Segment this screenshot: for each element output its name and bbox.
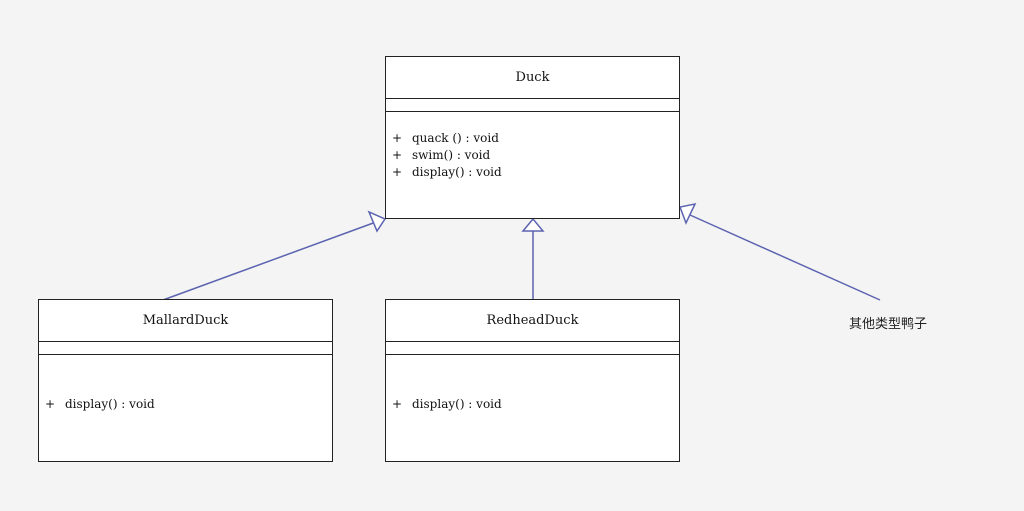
method-signature: swim() : void (412, 148, 491, 162)
edge-mallard-to-duck (162, 221, 377, 301)
class-name: RedheadDuck (386, 300, 679, 342)
class-redhead-duck[interactable]: RedheadDuck + display() : void (385, 299, 680, 462)
method-row: + display() : void (392, 396, 679, 413)
other-ducks-label: 其他类型鸭子 (849, 317, 928, 332)
generalization-arrowhead-other (678, 202, 697, 225)
class-duck[interactable]: Duck + quack () : void + swim() : void +… (385, 56, 680, 219)
visibility-marker: + (392, 131, 403, 145)
attributes-compartment (39, 342, 332, 355)
class-mallard-duck[interactable]: MallardDuck + display() : void (38, 299, 333, 462)
generalization-arrowhead-mallard (367, 210, 387, 233)
methods-compartment: + display() : void (386, 355, 679, 413)
attributes-compartment (386, 342, 679, 355)
generalization-arrowhead-redhead (521, 217, 545, 232)
method-row: + display() : void (392, 164, 679, 181)
method-row: + display() : void (45, 396, 332, 413)
visibility-marker: + (45, 397, 56, 411)
class-name: MallardDuck (39, 300, 332, 342)
method-signature: display() : void (65, 397, 155, 411)
edge-other-to-duck (689, 214, 881, 301)
visibility-marker: + (392, 165, 403, 179)
visibility-marker: + (392, 148, 403, 162)
method-signature: display() : void (412, 165, 502, 179)
method-row: + swim() : void (392, 147, 679, 164)
class-name: Duck (386, 57, 679, 99)
visibility-marker: + (392, 397, 403, 411)
attributes-compartment (386, 99, 679, 112)
methods-compartment: + display() : void (39, 355, 332, 413)
method-row: + quack () : void (392, 130, 679, 147)
method-signature: display() : void (412, 397, 502, 411)
methods-compartment: + quack () : void + swim() : void + disp… (386, 112, 679, 181)
method-signature: quack () : void (412, 131, 499, 145)
